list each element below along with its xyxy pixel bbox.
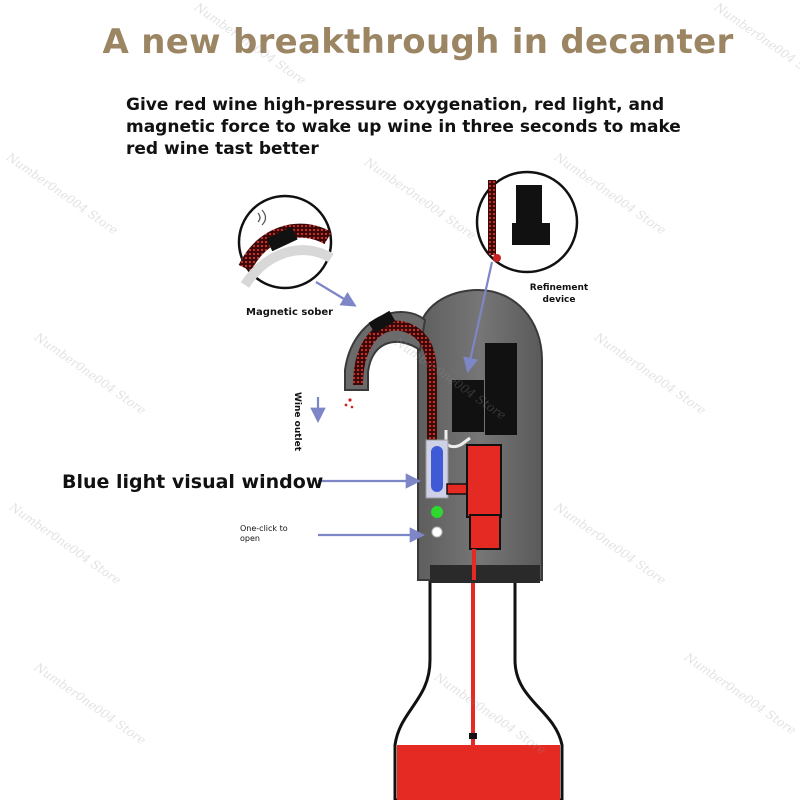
page-subtitle: Give red wine high-pressure oxygenation,… bbox=[126, 95, 681, 159]
page-title: A new breakthrough in decanter bbox=[102, 22, 734, 62]
pump-cylinder bbox=[446, 444, 502, 580]
magnetic-label: Magnetic sober bbox=[246, 307, 334, 318]
refinement-zoom-icon bbox=[475, 170, 579, 274]
refinement-label: Refinement device bbox=[529, 283, 589, 305]
decanter-body bbox=[344, 288, 543, 583]
green-led-icon bbox=[431, 506, 443, 518]
pointer-arrows bbox=[310, 261, 494, 543]
wine-outlet-label: Wine outlet bbox=[292, 392, 302, 452]
blue-window-label: Blue light visual window bbox=[62, 471, 324, 493]
refinement-device bbox=[444, 343, 517, 449]
one-click-label: One-click to open bbox=[240, 524, 288, 543]
power-button[interactable] bbox=[431, 526, 443, 538]
magnetic-zoom-icon bbox=[237, 194, 334, 290]
blue-light-window bbox=[425, 439, 449, 499]
wine-bottle bbox=[393, 573, 564, 800]
